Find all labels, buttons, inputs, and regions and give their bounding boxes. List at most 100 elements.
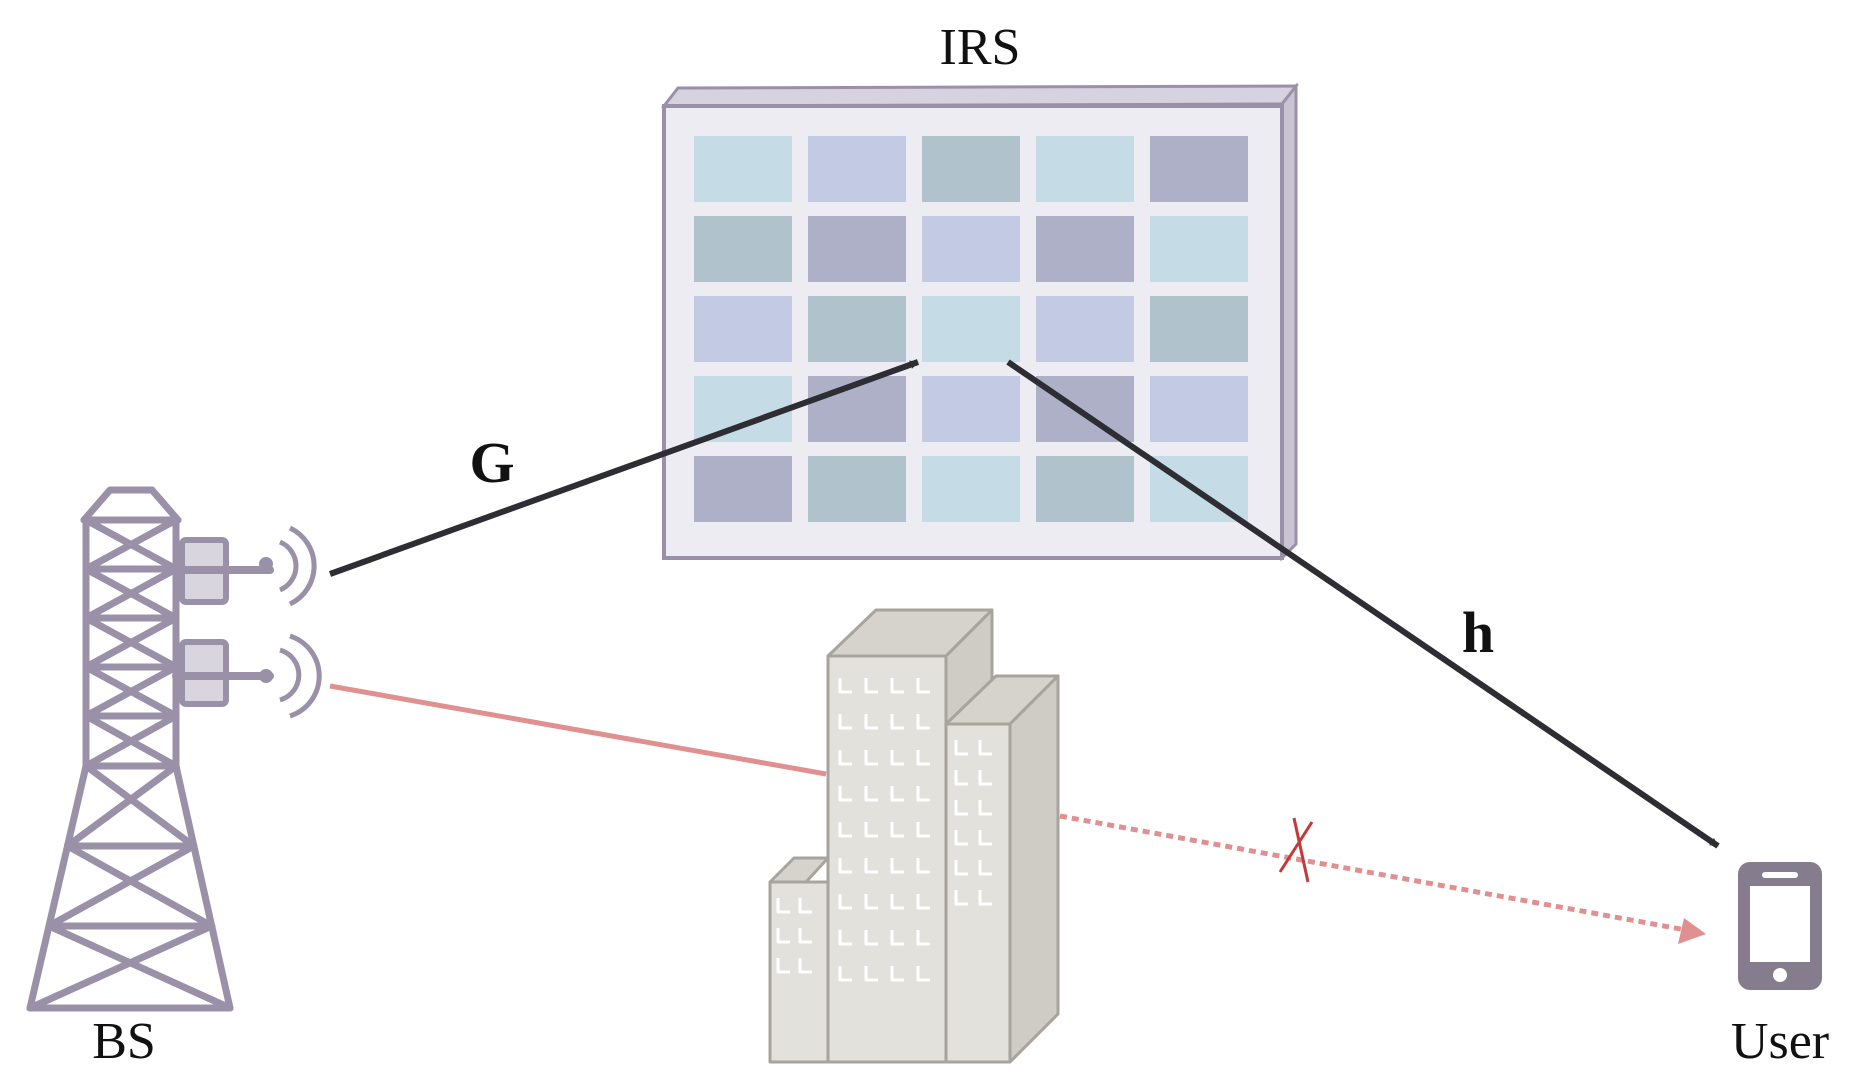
building-window — [954, 770, 968, 786]
building-small-top — [768, 856, 830, 884]
irs-element — [1036, 296, 1134, 362]
building-window — [954, 890, 968, 906]
building-window — [916, 822, 930, 838]
building-window — [798, 928, 812, 944]
building-window — [916, 930, 930, 946]
irs-element — [1150, 216, 1248, 282]
building-window — [798, 958, 812, 974]
building-window — [838, 786, 852, 802]
irs-element-grid — [694, 136, 1248, 522]
building-window — [838, 714, 852, 730]
building-window — [838, 930, 852, 946]
building-window — [916, 714, 930, 730]
building-window — [838, 858, 852, 874]
building-window — [916, 786, 930, 802]
building-window — [978, 800, 992, 816]
building-window — [890, 858, 904, 874]
building-window — [864, 822, 878, 838]
building-window — [864, 750, 878, 766]
irs-panel-top — [660, 84, 1300, 108]
building-window — [978, 890, 992, 906]
irs-panel — [660, 82, 1300, 562]
blocked-direct-link — [329, 683, 1706, 944]
irs-element — [1150, 136, 1248, 202]
irs-element — [694, 136, 792, 202]
building-window — [864, 786, 878, 802]
building-window — [864, 714, 878, 730]
building-window — [864, 894, 878, 910]
irs-element — [1150, 296, 1248, 362]
irs-element — [922, 376, 1020, 442]
bs-antenna-lower-icon — [172, 633, 322, 719]
channel-g-label: G — [469, 430, 514, 495]
building-window — [776, 958, 790, 974]
building-window — [978, 770, 992, 786]
irs-element — [1036, 216, 1134, 282]
building-window — [864, 930, 878, 946]
building-window — [916, 750, 930, 766]
irs-element — [922, 216, 1020, 282]
direct-link-arrowhead — [1678, 918, 1706, 944]
irs-panel-side — [1280, 82, 1298, 562]
irs-element — [808, 136, 906, 202]
building-cluster — [768, 608, 1060, 1064]
building-window — [954, 800, 968, 816]
irs-element — [808, 296, 906, 362]
building-window — [916, 966, 930, 982]
irs-element — [694, 376, 792, 442]
channel-g-arrow — [328, 359, 920, 577]
irs-label: IRS — [940, 19, 1021, 76]
building-tall — [826, 654, 948, 1064]
building-window — [838, 966, 852, 982]
irs-element — [694, 216, 792, 282]
user-label: User — [1731, 1013, 1829, 1070]
irs-element — [1036, 456, 1134, 522]
building-window — [954, 830, 968, 846]
building-window — [954, 860, 968, 876]
building-window — [864, 966, 878, 982]
building-window — [798, 898, 812, 914]
building-window — [954, 740, 968, 756]
building-window — [890, 714, 904, 730]
irs-element — [808, 456, 906, 522]
building-window — [916, 678, 930, 694]
irs-element — [1150, 376, 1248, 442]
building-window — [890, 786, 904, 802]
building-window — [838, 822, 852, 838]
building-right-side — [1008, 674, 1060, 1064]
building-window — [978, 830, 992, 846]
channel-h-label: h — [1462, 600, 1494, 665]
building-window — [776, 928, 790, 944]
building-window — [890, 678, 904, 694]
building-window — [890, 822, 904, 838]
building-window — [776, 898, 790, 914]
building-window — [890, 966, 904, 982]
irs-element — [694, 456, 792, 522]
irs-element — [694, 296, 792, 362]
building-windows — [776, 678, 992, 982]
user-phone-icon — [1738, 862, 1822, 990]
building-window — [916, 894, 930, 910]
building-window — [890, 894, 904, 910]
irs-element — [922, 456, 1020, 522]
building-window — [890, 930, 904, 946]
building-window — [838, 678, 852, 694]
irs-element — [922, 296, 1020, 362]
direct-link-dotted — [1059, 813, 1687, 933]
building-window — [864, 858, 878, 874]
building-window — [838, 894, 852, 910]
building-window — [978, 740, 992, 756]
bs-label: BS — [92, 1013, 156, 1070]
building-window — [978, 860, 992, 876]
irs-element — [1036, 376, 1134, 442]
base-station-tower-icon — [26, 486, 234, 1012]
bs-antenna-upper-icon — [172, 525, 317, 607]
channel-h-arrow — [1006, 359, 1720, 849]
building-window — [838, 750, 852, 766]
irs-element — [922, 136, 1020, 202]
irs-element — [1036, 136, 1134, 202]
irs-element — [808, 216, 906, 282]
direct-link-solid — [329, 683, 827, 777]
building-window — [864, 678, 878, 694]
